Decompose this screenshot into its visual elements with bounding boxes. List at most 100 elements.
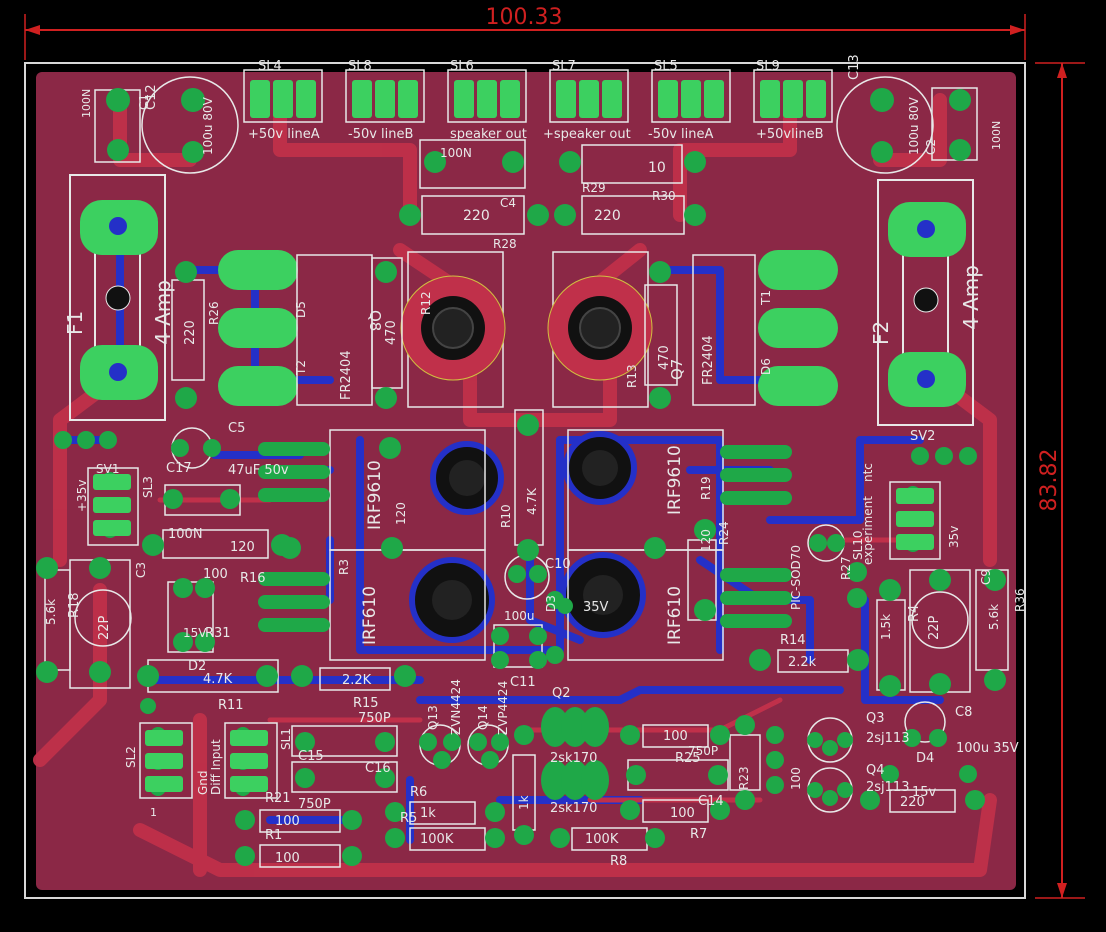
label-c2: C2 — [924, 139, 938, 155]
label-c16-value: 750P — [298, 797, 331, 812]
label-sl2: SL2 — [124, 746, 138, 768]
label-r27: R27 — [839, 556, 853, 580]
label-experiment: experiment — [861, 496, 875, 565]
label-r10: R10 — [499, 504, 513, 528]
label-r30-value: 220 — [594, 208, 621, 224]
label-m35: 35v — [947, 526, 961, 548]
label-r21: R21 — [265, 791, 291, 806]
label-d4-value: 15v — [912, 785, 937, 800]
fuse-holders — [69, 174, 974, 426]
label-irf610-q10: IRF610 — [360, 586, 380, 645]
label-c1: C1 — [137, 94, 151, 110]
label-r18: R18 — [67, 592, 82, 618]
label-r6: R6 — [410, 785, 427, 800]
fuse-f2-value: 4 Amp — [959, 265, 983, 330]
label-irf9610-q9: IRF9610 — [365, 460, 385, 530]
label-r11: R11 — [218, 698, 244, 713]
label-sv1: SV1 — [96, 462, 119, 476]
label-d3-value: 35V — [583, 600, 609, 615]
label-r14-value: 2.2k — [788, 655, 817, 670]
label-d6: D6 — [759, 358, 773, 375]
fuse-f2-id: F2 — [869, 321, 893, 345]
label-c13-value: 100u 80V — [907, 96, 921, 155]
label-gnd: Gnd — [196, 770, 210, 795]
label-c17: C17 — [166, 461, 192, 476]
label-r17-value: 1k — [517, 795, 531, 810]
rectifier-pads — [218, 250, 838, 406]
label-r2-value: 100 — [789, 767, 803, 790]
label-r30: R30 — [652, 189, 676, 203]
label-d2: D2 — [188, 659, 206, 674]
label-r25: R25 — [675, 751, 701, 766]
label-r26-value: 220 — [183, 320, 198, 345]
label-t2: T2 — [294, 360, 308, 376]
label-d4: D4 — [916, 751, 934, 766]
label-c1-value: 100N — [80, 89, 93, 118]
connector-sl5-value: -50v lineA — [648, 127, 714, 142]
connector-sl7-id: SL7 — [552, 59, 576, 74]
label-d3: D3 — [544, 595, 558, 612]
connector-sl7-value: +speaker out — [543, 127, 631, 142]
board-outline — [24, 62, 1026, 899]
mosfet-leg-pads — [258, 442, 792, 800]
label-q13-value: ZVN4424 — [449, 679, 463, 735]
label-c9-value: 22P — [927, 615, 942, 640]
label-r29: R29 — [582, 181, 606, 195]
label-r28-value: 220 — [463, 208, 490, 224]
label-r16: R16 — [240, 571, 266, 586]
label-q3-value: 2sj113 — [866, 731, 909, 746]
label-q13: Q13 — [426, 705, 440, 730]
label-irf610-q11: IRF610 — [665, 586, 685, 645]
label-r5-value: 100K — [420, 832, 454, 847]
label-c8: C8 — [955, 705, 972, 720]
heatsink-mounts — [329, 251, 724, 661]
label-c5: C5 — [228, 421, 245, 436]
label-t1: T1 — [759, 290, 773, 306]
label-c10: C10 — [545, 557, 571, 572]
label-100-left: 100 — [203, 567, 228, 582]
label-q2: Q2 — [552, 686, 571, 701]
label-r5: R5 — [400, 811, 417, 826]
fuse-f1-id: F1 — [63, 311, 87, 335]
label-c4: C4 — [500, 196, 516, 210]
connector-sl4-id: SL4 — [258, 59, 282, 74]
connector-sl6-id: SL6 — [450, 59, 474, 74]
label-c3-value: 100N — [168, 527, 203, 542]
label-sv2: SV2 — [910, 429, 935, 444]
connector-sl8-id: SL8 — [348, 59, 372, 74]
label-d2-value: 15V — [183, 626, 207, 640]
label-c13: C13 — [847, 54, 862, 80]
connector-sl9-id: SL9 — [756, 59, 780, 74]
label-q7: Q7 — [668, 359, 686, 380]
label-r26: R26 — [207, 301, 221, 325]
label-q2-value: 2sk170 — [550, 751, 597, 766]
label-c8-value: 100u 35V — [956, 741, 1019, 756]
label-c5-value: 47uF 50v — [228, 463, 289, 478]
label-irf9610-q12: IRF9610 — [665, 445, 685, 515]
connector-labels: SL4 +50v lineA SL8 -50v lineB SL6 speake… — [248, 59, 824, 142]
label-r28: R28 — [493, 237, 517, 251]
label-d5: D5 — [294, 301, 308, 318]
label-r9-value: 120 — [394, 502, 408, 525]
label-c11: C11 — [510, 675, 536, 690]
label-pin1-sl2: 1 — [150, 806, 157, 819]
screw-terminal-pins — [93, 80, 934, 792]
label-p35: +35v — [75, 480, 89, 512]
label-c22p-left: 22P — [97, 615, 112, 640]
label-r19: R19 — [699, 476, 713, 500]
fuse-labels: F1 4 Amp F2 4 Amp — [63, 265, 983, 345]
label-r24: R24 — [717, 521, 731, 545]
label-r14: R14 — [780, 633, 806, 648]
label-r21-value: 100 — [275, 814, 300, 829]
label-sl1: SL1 — [279, 728, 293, 750]
connector-sl9-value: +50vlineB — [756, 127, 824, 142]
label-ntc: ntc — [861, 463, 875, 482]
label-q8: Q8 — [366, 310, 384, 331]
connector-sl8-value: -50v lineB — [348, 127, 413, 142]
connector-sl6-value: speaker out — [450, 127, 527, 142]
label-d6-value: FR2404 — [701, 335, 716, 385]
label-r4-value: 1.5k — [879, 614, 893, 640]
label-r36-value: 5.6k — [987, 604, 1001, 630]
